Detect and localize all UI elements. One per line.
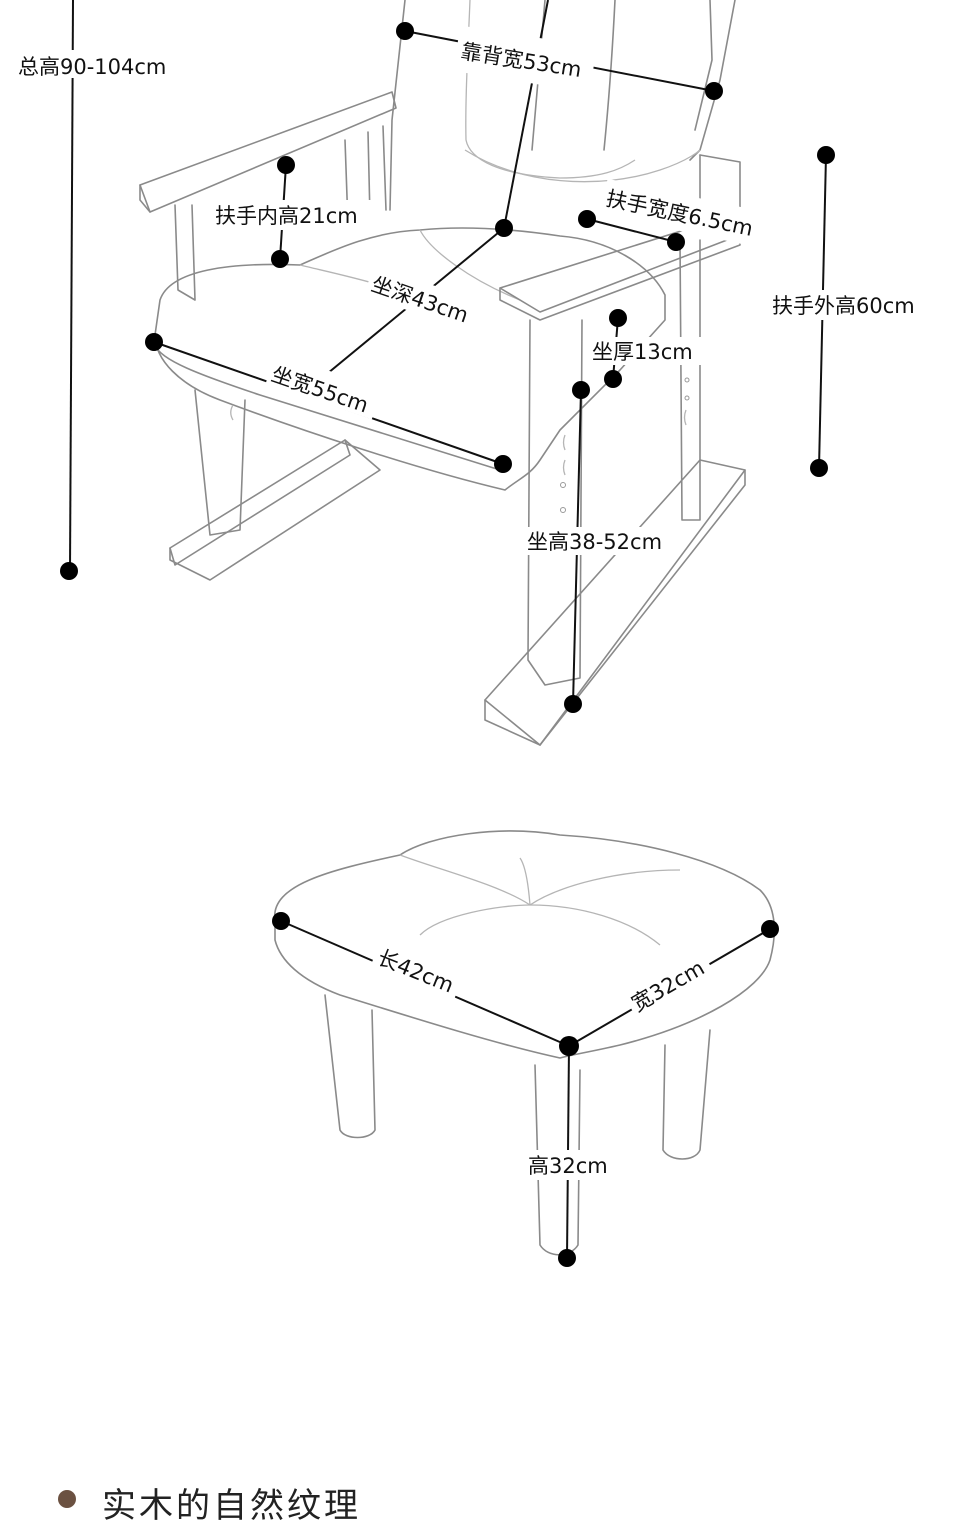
seat-height-label: 坐高38-52cm (527, 530, 662, 554)
bullet-icon (58, 1490, 76, 1508)
seat-depth-label: 坐深43cm (368, 272, 471, 327)
chair-dimensions (60, 0, 835, 713)
ottoman-height-label: 高32cm (528, 1154, 608, 1178)
ottoman-drawing (274, 830, 776, 1256)
label-backgrounds (18, 25, 935, 555)
armrest-inner-height-label: 扶手内高21cm (215, 204, 358, 228)
section-heading-text: 实木的自然纹理 (102, 1486, 361, 1526)
seat-thickness-label: 坐厚13cm (592, 340, 693, 364)
total-height-label: 总高90-104cm (18, 55, 166, 79)
section-heading: 实木的自然纹理 (58, 1478, 758, 1526)
chair-drawing (139, 0, 746, 746)
ottoman-label-backgrounds (369, 939, 720, 1180)
armrest-outer-height-label: 扶手外高60cm (772, 294, 915, 318)
